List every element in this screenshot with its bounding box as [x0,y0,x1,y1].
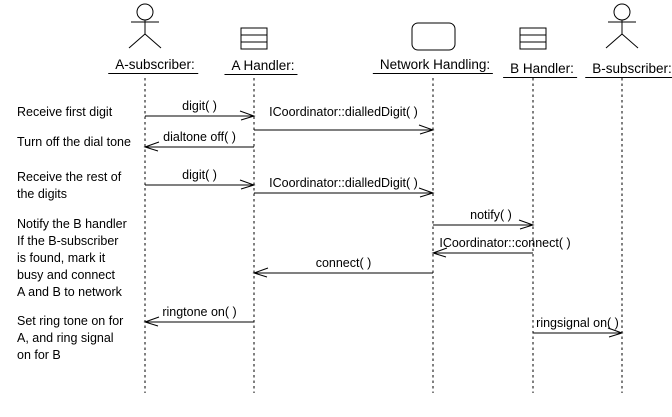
object-stack-icon-a-handler [240,27,268,50]
message-arrowhead-digit-2 [239,179,256,190]
message-label-connect: connect( ) [315,256,372,270]
message-arrowhead-dialled-digit-1 [418,124,435,135]
annotation-line: Set ring tone on for [17,314,124,328]
annotation-line: If the B-subscriber [17,234,119,248]
annotation-note-turn-off-dial-tone: Turn off the dial tone [17,134,131,151]
participant-label-a-subscriber: A-subscriber: [108,58,198,74]
annotation-line: Turn off the dial tone [17,135,131,149]
message-label-digit-1: digit( ) [182,99,217,113]
annotation-note-receive-first-digit: Receive first digit [17,104,112,121]
annotation-line: on for B [17,348,61,362]
message-arrowhead-ringtone-on [143,316,160,327]
annotation-note-notify-b-handler: Notify the B handler If the B-subscriber i… [17,216,127,301]
annotation-line: busy and connect [17,268,115,282]
message-label-ringtone-on: ringtone on( ) [162,305,237,319]
annotation-line: A and B to network [17,285,122,299]
message-label-dialtone-off: dialtone off( ) [163,130,236,144]
message-arrowhead-icoordinator-connect [431,247,448,258]
message-label-digit-2: digit( ) [182,168,217,182]
participant-label-b-handler: B Handler: [503,62,577,78]
object-stack-icon-b-handler [519,27,547,50]
message-arrowhead-digit-1 [239,110,256,121]
message-arrowhead-dialled-digit-2 [418,187,435,198]
annotation-line: the digits [17,187,68,201]
message-arrowhead-ringsignal-on [607,327,624,338]
rounded-box-icon-network-handling [411,22,456,51]
message-label-dialled-digit-1: ICoordinator::dialledDigit( ) [269,105,418,119]
participant-label-a-handler: A Handler: [224,59,298,75]
annotation-line: is found, mark it [17,251,106,265]
annotation-line: A, and ring signal [17,331,114,345]
annotation-note-set-ring-tone: Set ring tone on for A, and ring signal on… [17,313,123,364]
participant-label-network-handling: Network Handling: [372,58,494,74]
annotation-line: Receive the rest of [17,170,122,184]
actor-icon-b-subscriber [605,3,639,49]
message-arrowhead-connect [252,267,269,278]
annotation-note-receive-rest: Receive the rest of the digits [17,169,121,203]
annotation-line: Notify the B handler [17,217,127,231]
message-label-dialled-digit-2: ICoordinator::dialledDigit( ) [269,176,418,190]
message-label-icoordinator-connect: ICoordinator::connect( ) [439,236,571,250]
participant-label-b-subscriber: B-subscriber: [585,62,672,78]
annotation-line: Receive first digit [17,105,113,119]
message-arrowhead-dialtone-off [143,141,160,152]
actor-icon-a-subscriber [128,3,162,49]
message-arrowhead-notify [518,219,535,230]
message-label-notify: notify( ) [470,208,512,222]
message-label-ringsignal-on: ringsignal on( ) [536,316,619,330]
